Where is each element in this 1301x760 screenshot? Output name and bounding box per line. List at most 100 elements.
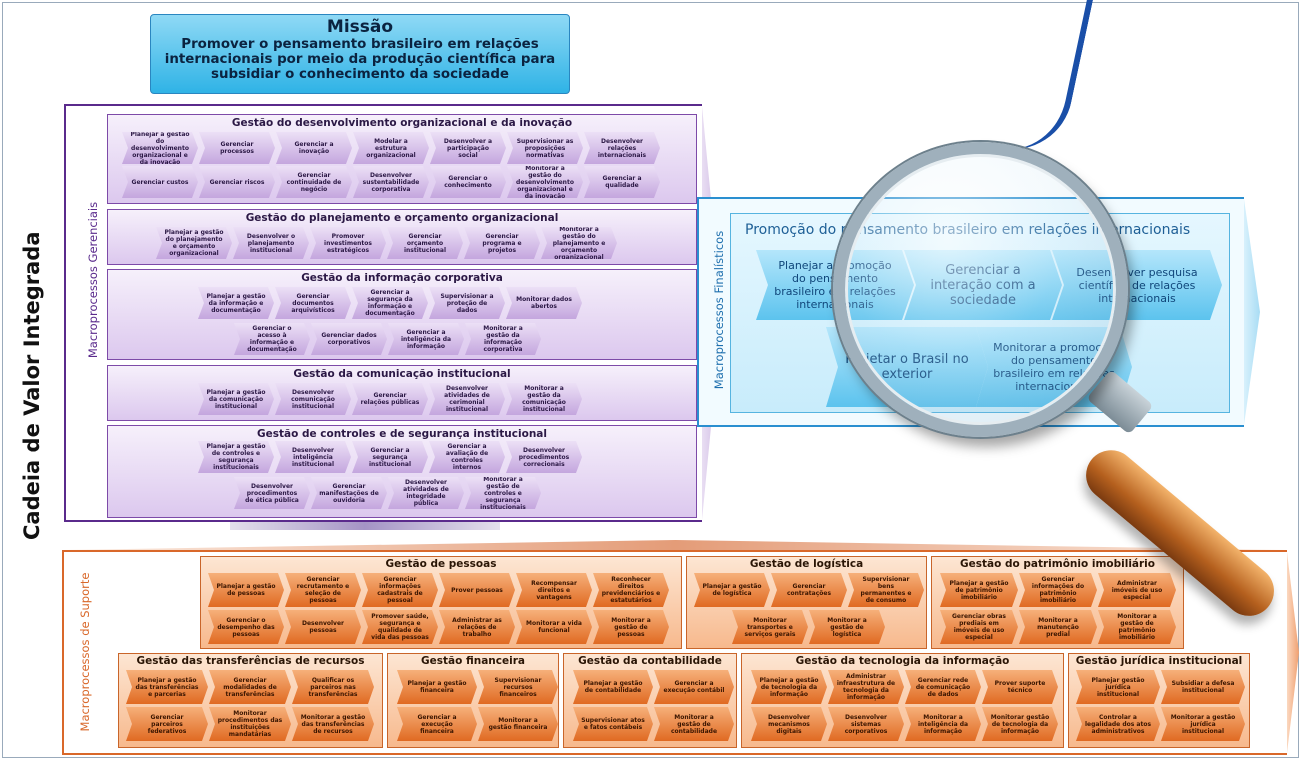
gerencial-process: Planejar a gestão da comunicação institu…: [198, 383, 274, 415]
suporte-process: Desenvolver sistemas corporativos: [828, 707, 904, 741]
finalistico-process: Desenvolver pesquisa científica de relaç…: [1052, 250, 1222, 320]
finalistico-process: Planejar a promoção do pensamento brasil…: [756, 250, 914, 320]
gerencial-process: Desenvolver a participação social: [430, 132, 506, 164]
gerencial-group-title: Gestão do planejamento e orçamento organ…: [245, 212, 559, 224]
suporte-process: Planejar a gestão de pessoas: [208, 573, 284, 607]
gerenciais-shadow: [230, 522, 500, 530]
gerencial-process: Monitorar a gestão do desenvolvimento or…: [507, 166, 583, 198]
gerencial-process: Desenvolver atividades de cerimonial ins…: [429, 383, 505, 415]
gerencial-process: Gerenciar o conhecimento: [430, 166, 506, 198]
suporte-process: Gerenciar o desempenho das pessoas: [208, 610, 284, 644]
finalistico-process: Gerenciar a interação com a sociedade: [904, 250, 1062, 320]
gerencial-process: Desenvolver procedimentos correcionais: [506, 441, 582, 473]
gerencial-process: Gerenciar manifestações de ouvidoria: [311, 477, 387, 509]
gerencial-process: Gerenciar processos: [199, 132, 275, 164]
finalistico-process: Projetar o Brasil no exterior: [826, 327, 988, 407]
suporte-process: Gerenciar modalidades de transferências: [209, 670, 291, 704]
suporte-process: Monitorar a vida funcional: [516, 610, 592, 644]
suporte-group-title: Gestão financeira: [421, 655, 525, 667]
finalisticos-title: Promoção do pensamento brasileiro em rel…: [745, 222, 1191, 238]
suporte-process: Recompensar direitos e vantagens: [516, 573, 592, 607]
mission-heading: Missão: [326, 17, 394, 37]
suporte-group-title: Gestão do patrimônio imobiliário: [960, 558, 1155, 570]
suporte-process: Gerenciar parceiros federativos: [126, 707, 208, 741]
gerencial-process: Planejar a gestão da informação e docume…: [198, 287, 274, 319]
gerencial-process: Monitorar a gestão da informação corpora…: [465, 323, 541, 355]
gerencial-process: Supervisionar as proposições normativas: [507, 132, 583, 164]
gerencial-process: Gerenciar programa e projetos: [464, 227, 540, 259]
gerencial-process: Gerenciar a segurança da informação e do…: [352, 287, 428, 319]
suporte-process: Monitorar transportes e serviços gerais: [732, 610, 808, 644]
gerencial-process: Gerenciar a inteligência da informação: [388, 323, 464, 355]
suporte-process: Gerenciar informações cadastrais de pess…: [362, 573, 438, 607]
suporte-process: Qualificar os parceiros nas transferênci…: [292, 670, 374, 704]
suporte-process: Planejar a gestão de logística: [694, 573, 770, 607]
suporte-process: Supervisionar recursos financeiros: [478, 670, 558, 704]
suporte-process: Desenvolver mecanismos digitais: [751, 707, 827, 741]
mission-box: Missão Promover o pensamento brasileiro …: [150, 14, 570, 94]
suporte-process: Monitorar a gestão jurídica instituciona…: [1161, 707, 1245, 741]
gerencial-group-title: Gestão da comunicação institucional: [293, 368, 511, 380]
gerencial-group-title: Gestão de controles e de segurança insti…: [257, 428, 547, 440]
gerencial-process: Gerenciar o acesso à informação e docume…: [234, 323, 310, 355]
gerencial-process: Gerenciar a qualidade: [584, 166, 660, 198]
gerenciais-label: Macroprocessos Gerenciais: [86, 201, 100, 359]
suporte-process: Gerenciar informações do patrimônio imob…: [1019, 573, 1097, 607]
suporte-process: Gerenciar obras prediais em imóveis de u…: [940, 610, 1018, 644]
suporte-process: Gerenciar recrutamento e seleção de pess…: [285, 573, 361, 607]
gerencial-process: Planejar a gestão do desenvolvimento org…: [122, 132, 198, 164]
suporte-process: Administrar infraestrutura de tecnologia…: [828, 670, 904, 704]
gerencial-group-title: Gestão do desenvolvimento organizacional…: [231, 117, 573, 129]
gerencial-process: Planejar a gestão do planejamento e orça…: [156, 227, 232, 259]
diagram-title: Cadeia de Valor Integrada: [20, 231, 44, 541]
suporte-process: Monitorar a gestão de contabilidade: [654, 707, 734, 741]
suporte-process: Supervisionar atos e fatos contábeis: [573, 707, 653, 741]
suporte-process: Reconhecer direitos previdenciários e es…: [593, 573, 669, 607]
suporte-group-title: Gestão de logística: [749, 558, 864, 570]
gerencial-process: Desenvolver atividades de integridade pú…: [388, 477, 464, 509]
suporte-process: Planejar a gestão financeira: [397, 670, 477, 704]
suporte-process: Administrar as relações de trabalho: [439, 610, 515, 644]
suporte-process: Gerenciar a execução financeira: [397, 707, 477, 741]
suporte-process: Monitorar a gestão financeira: [478, 707, 558, 741]
suporte-process: Monitorar gestão de tecnologia da inform…: [982, 707, 1058, 741]
suporte-process: Controlar a legalidade dos atos administ…: [1076, 707, 1160, 741]
gerencial-process: Monitorar dados abertos: [506, 287, 582, 319]
suporte-process: Monitorar a gestão de pessoas: [593, 610, 669, 644]
gerencial-process: Desenvolver procedimentos de ética públi…: [234, 477, 310, 509]
gerencial-process: Desenvolver comunicação institucional: [275, 383, 351, 415]
suporte-process: Planejar a gestão de contabilidade: [573, 670, 653, 704]
suporte-process: Monitorar a inteligência da informação: [905, 707, 981, 741]
gerencial-process: Gerenciar relações públicas: [352, 383, 428, 415]
suporte-group-title: Gestão da tecnologia da informação: [795, 655, 1010, 667]
suporte-process: Administrar imóveis de uso especial: [1098, 573, 1176, 607]
gerencial-process: Desenvolver inteligência institucional: [275, 441, 351, 473]
suporte-process: Monitorar procedimentos das instituições…: [209, 707, 291, 741]
suporte-label: Macroprocessos de Suporte: [78, 572, 92, 732]
suporte-group-title: Gestão da contabilidade: [578, 655, 722, 667]
suporte-process: Prover suporte técnico: [982, 670, 1058, 704]
gerencial-process: Gerenciar a inovação: [276, 132, 352, 164]
gerencial-process: Gerenciar custos: [122, 166, 198, 198]
suporte-process: Desenvolver pessoas: [285, 610, 361, 644]
suporte-process: Monitorar a gestão de logística: [809, 610, 885, 644]
suporte-process: Monitorar a gestão das transferências de…: [292, 707, 374, 741]
suporte-panel: [62, 550, 1287, 755]
gerencial-process: Promover investimentos estratégicos: [310, 227, 386, 259]
suporte-group-title: Gestão das transferências de recursos: [136, 655, 365, 667]
suporte-process: Planejar a gestão de patrimônio imobiliá…: [940, 573, 1018, 607]
suporte-process: Promover saúde, segurança e qualidade de…: [362, 610, 438, 644]
gerencial-process: Gerenciar a segurança institucional: [352, 441, 428, 473]
suporte-group-title: Gestão de pessoas: [385, 558, 497, 570]
mission-text: Promover o pensamento brasileiro em rela…: [164, 37, 556, 82]
suporte-process: Planejar a gestão das transferências e p…: [126, 670, 208, 704]
gerencial-process: Gerenciar dados corporativos: [311, 323, 387, 355]
suporte-process: Planejar a gestão de tecnologia da infor…: [751, 670, 827, 704]
gerencial-process: Gerenciar a avaliação de controles inter…: [429, 441, 505, 473]
finalisticos-label: Macroprocessos Finalísticos: [712, 230, 726, 390]
gerencial-process: Gerenciar continuidade de negócio: [276, 166, 352, 198]
gerencial-process: Monitorar a gestão de controles e segura…: [465, 477, 541, 509]
gerencial-process: Modelar a estrutura organizacional: [353, 132, 429, 164]
gerencial-process: Gerenciar documentos arquivísticos: [275, 287, 351, 319]
